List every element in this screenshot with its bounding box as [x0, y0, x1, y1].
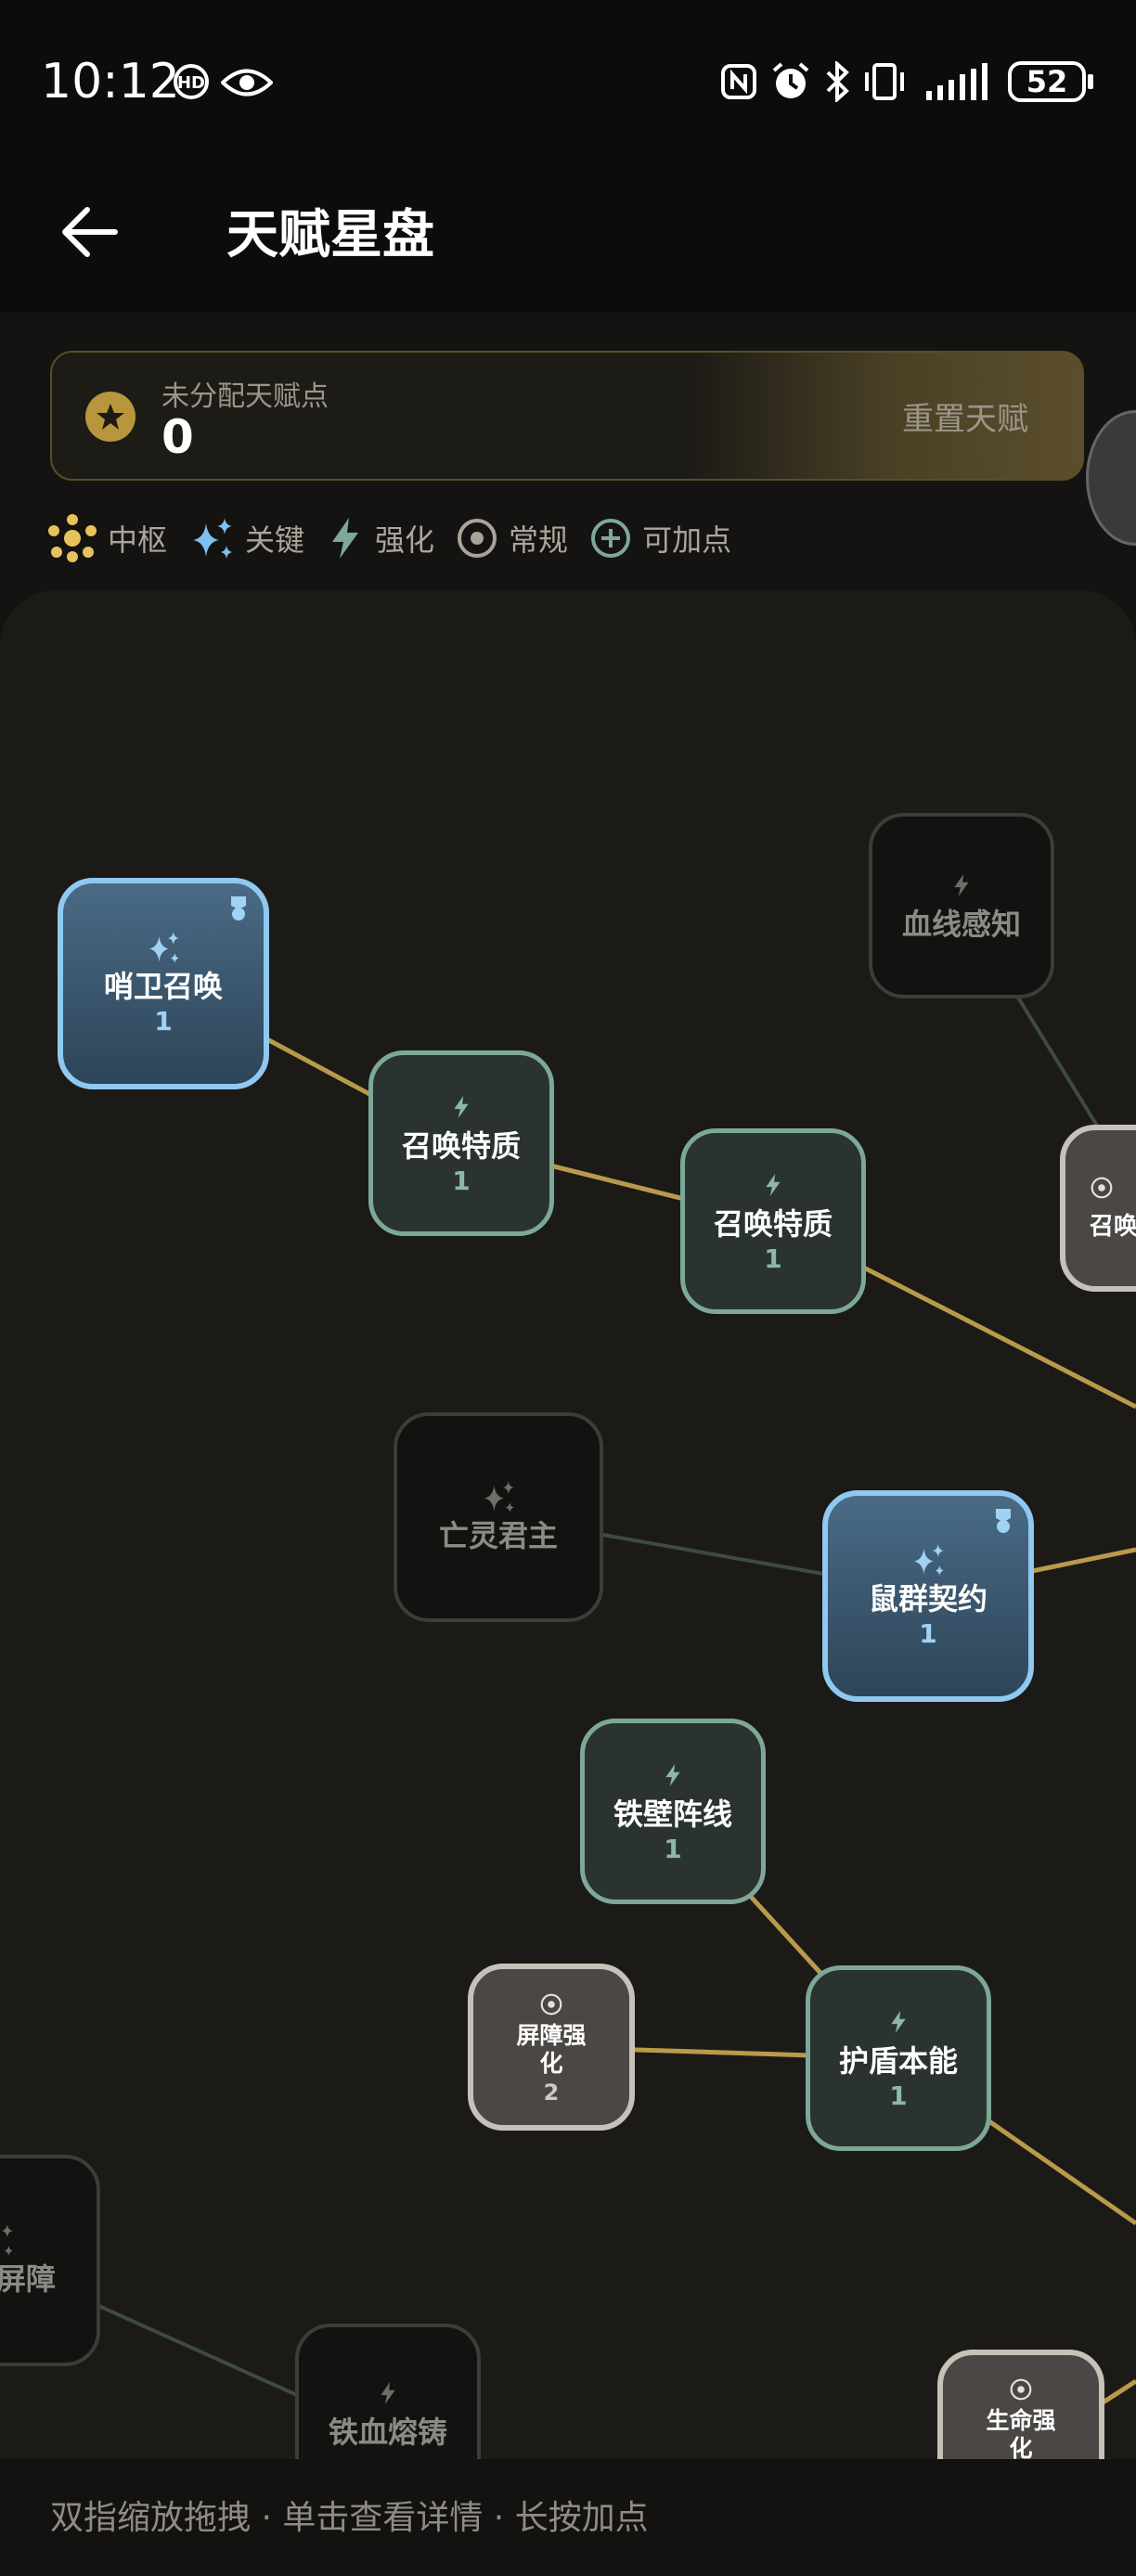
- node-name-line1: 屏障强: [516, 2022, 587, 2049]
- sparkle-icon: [913, 1543, 944, 1576]
- node-name: 铁血熔铸: [328, 2415, 447, 2450]
- plus-circle-icon: [591, 519, 631, 558]
- bluetooth-icon: [826, 61, 849, 102]
- node-name: 铁壁阵线: [613, 1796, 732, 1832]
- node-name-line1: 生命强: [986, 2407, 1056, 2434]
- medal-icon: [231, 896, 246, 921]
- node-level: 2: [543, 2080, 560, 2106]
- node-name: 护盾本能: [838, 2042, 958, 2079]
- battery-tip: [1088, 74, 1093, 89]
- legend-regular: 常规: [455, 516, 568, 560]
- talent-node-shield-instinct[interactable]: 护盾本能 1: [806, 1965, 991, 2151]
- legend-key-label: 关键: [245, 522, 305, 558]
- talent-node-summon-partial[interactable]: 召唤: [1060, 1125, 1136, 1292]
- talent-node-iron-wall[interactable]: 铁壁阵线 1: [580, 1719, 766, 1904]
- legend-enhance-label: 强化: [375, 522, 435, 558]
- alarm-icon: [772, 62, 809, 98]
- reset-talents-button[interactable]: 重置天赋: [902, 401, 1028, 438]
- battery-indicator: 52: [1008, 61, 1086, 102]
- bolt-icon: [766, 1173, 781, 1196]
- sparkle-icon: [193, 518, 233, 559]
- bolt-icon: [665, 1763, 680, 1786]
- node-name: 哨卫召唤: [103, 968, 223, 1004]
- status-bar: 10:12 HD 52: [0, 0, 1136, 167]
- talent-node-summon-trait-1[interactable]: 召唤特质 1: [368, 1050, 554, 1236]
- legend-addable: 可加点: [588, 516, 731, 560]
- bolt-icon: [954, 874, 969, 896]
- node-level: 1: [664, 1833, 682, 1864]
- bolt-icon: [891, 2010, 906, 2033]
- node-level: 1: [154, 1005, 173, 1037]
- talent-node-undead-lord[interactable]: 亡灵君主: [394, 1412, 603, 1622]
- talent-graph-canvas[interactable]: 哨卫召唤 1 召唤特质 1 召唤特质 1 召唤 血线感知 亡灵君主 鼠群契约 1…: [0, 590, 1136, 2459]
- avatar[interactable]: [1086, 410, 1136, 546]
- dot-ring-icon: [1091, 1177, 1113, 1199]
- svg-text:HD: HD: [177, 73, 205, 93]
- node-level: 1: [452, 1165, 471, 1196]
- star-icon: [85, 392, 136, 442]
- app-header: [0, 167, 1136, 312]
- node-level: 1: [889, 2080, 908, 2111]
- medal-icon: [996, 1509, 1011, 1533]
- page-title: 天赋星盘: [226, 205, 434, 265]
- bolt-icon: [381, 2382, 395, 2404]
- talent-node-blood-sense[interactable]: 血线感知: [869, 813, 1054, 998]
- node-name: 鼠群契约: [868, 1580, 988, 1616]
- node-name-line2: 化: [539, 2050, 563, 2077]
- node-name: 召唤特质: [713, 1205, 833, 1242]
- talent-node-life-boost[interactable]: 生命强 化: [937, 2350, 1104, 2459]
- signal-icon: [926, 63, 988, 100]
- legend-hub-label: 中枢: [108, 522, 168, 558]
- talent-node-sentry-summon[interactable]: 哨卫召唤 1: [58, 878, 269, 1089]
- dot-ring-icon: [1010, 2378, 1032, 2401]
- legend-regular-label: 常规: [509, 522, 569, 558]
- footer-bar: 双指缩放拖拽 · 单击查看详情 · 长按加点: [0, 2459, 1136, 2576]
- talent-node-iron-blood-forge[interactable]: 铁血熔铸: [295, 2324, 481, 2459]
- sparkle-icon: [1, 2224, 13, 2256]
- node-level: 1: [919, 1617, 937, 1649]
- node-name: 召唤: [1090, 1213, 1136, 1241]
- node-name: 血线感知: [901, 907, 1021, 942]
- legend-key: 关键: [187, 514, 304, 562]
- hd-icon: HD: [174, 64, 209, 99]
- node-name-line2: 化: [1009, 2435, 1033, 2459]
- bolt-icon: [332, 518, 359, 559]
- legend-enhance: 强化: [325, 516, 434, 560]
- nfc-icon: [721, 64, 756, 99]
- unallocated-points-value: 0: [161, 410, 194, 464]
- arrow-left-icon[interactable]: [54, 195, 128, 269]
- vibrate-icon: [865, 63, 904, 100]
- node-level: 1: [764, 1243, 782, 1274]
- talent-node-rat-pact[interactable]: 鼠群契约 1: [822, 1490, 1034, 1702]
- dot-ring-icon: [458, 519, 497, 558]
- node-name: 召唤特质: [401, 1127, 521, 1164]
- talent-node-barrier-boost[interactable]: 屏障强 化 2: [468, 1964, 635, 2131]
- gesture-hint: 双指缩放拖拽 · 单击查看详情 · 长按加点: [50, 2499, 649, 2537]
- node-name: 屏障: [0, 2261, 56, 2297]
- sparkle-icon: [148, 931, 179, 963]
- legend-addable-label: 可加点: [642, 522, 732, 558]
- talent-node-summon-trait-2[interactable]: 召唤特质 1: [680, 1128, 866, 1314]
- node-name: 亡灵君主: [438, 1518, 558, 1553]
- sparkle-icon: [484, 1481, 514, 1513]
- talent-node-barrier-partial[interactable]: 屏障: [0, 2155, 100, 2366]
- status-time: 10:12: [41, 54, 180, 109]
- hub-icon: [48, 514, 97, 562]
- node-legend: 中枢 关键 强化 常规 可加点: [46, 510, 752, 566]
- bolt-icon: [454, 1095, 469, 1118]
- legend-hub: 中枢: [46, 512, 167, 564]
- eye-icon: [221, 69, 273, 97]
- unallocated-points-label: 未分配天赋点: [161, 380, 329, 413]
- dot-ring-icon: [540, 1993, 562, 2016]
- talent-points-card: 未分配天赋点 0 重置天赋: [50, 351, 1084, 481]
